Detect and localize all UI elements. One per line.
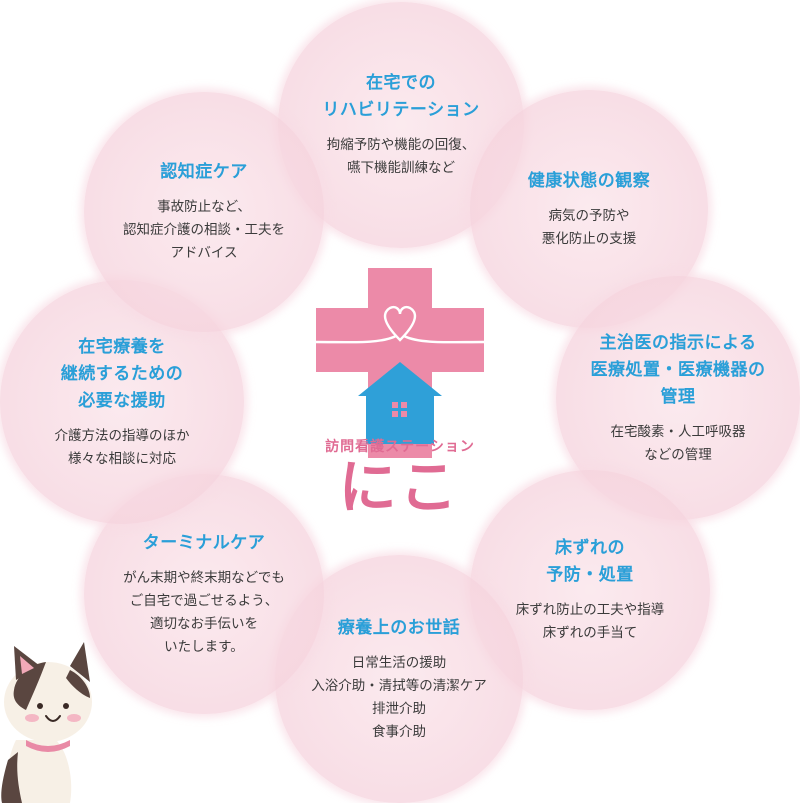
service-title: 床ずれの 予防・処置 — [546, 538, 634, 585]
station-label: 訪問看護ステーション — [325, 439, 475, 455]
service-title: 認知症ケア — [160, 162, 248, 182]
service-title: 主治医の指示による 医療処置・医療機器の 管理 — [590, 332, 766, 407]
service-title: 療養上のお世話 — [337, 617, 461, 638]
service-description: 拘縮予防や機能の回復、 嚥下機能訓練など — [326, 137, 476, 176]
service-circle-medical-procedures: 主治医の指示による 医療処置・医療機器の 管理 在宅酸素・人工呼吸器 などの管理 — [556, 276, 800, 520]
service-title: 在宅療養を 継続するための 必要な援助 — [60, 336, 184, 411]
service-title: ターミナルケア — [142, 532, 266, 553]
brand-name: にこ — [338, 453, 462, 521]
service-description: 床ずれ防止の工夫や指導 床ずれの手当て — [515, 602, 665, 641]
service-description: 病気の予防や 悪化防止の支援 — [541, 207, 637, 247]
heart-ribbon-icon — [314, 305, 486, 344]
service-circle-dementia-care: 認知症ケア 事故防止など、 認知症介護の相談・工夫を アドバイス — [84, 92, 324, 332]
service-description: 在宅酸素・人工呼吸器 などの管理 — [610, 423, 746, 463]
medical-cross-icon — [314, 268, 486, 458]
service-description: 日常生活の援助 入浴介助・清拭等の清潔ケア 排泄介助 食事介助 — [311, 654, 487, 740]
service-circle-terminal-care: ターミナルケア がん末期や終末期などでも ご自宅で過ごせるよう、 適切なお手伝い… — [84, 474, 324, 714]
service-title: 健康状態の観察 — [527, 170, 651, 191]
cat-illustration — [1, 642, 92, 803]
service-description: 介護方法の指導のほか 様々な相談に対応 — [54, 427, 190, 467]
service-description: 事故防止など、 認知症介護の相談・工夫を アドバイス — [123, 199, 285, 261]
service-description: がん末期や終末期などでも ご自宅で過ごせるよう、 適切なお手伝いを いたします。 — [123, 569, 285, 655]
house-icon — [358, 362, 442, 444]
service-title: 在宅での リハビリテーション — [322, 73, 480, 120]
